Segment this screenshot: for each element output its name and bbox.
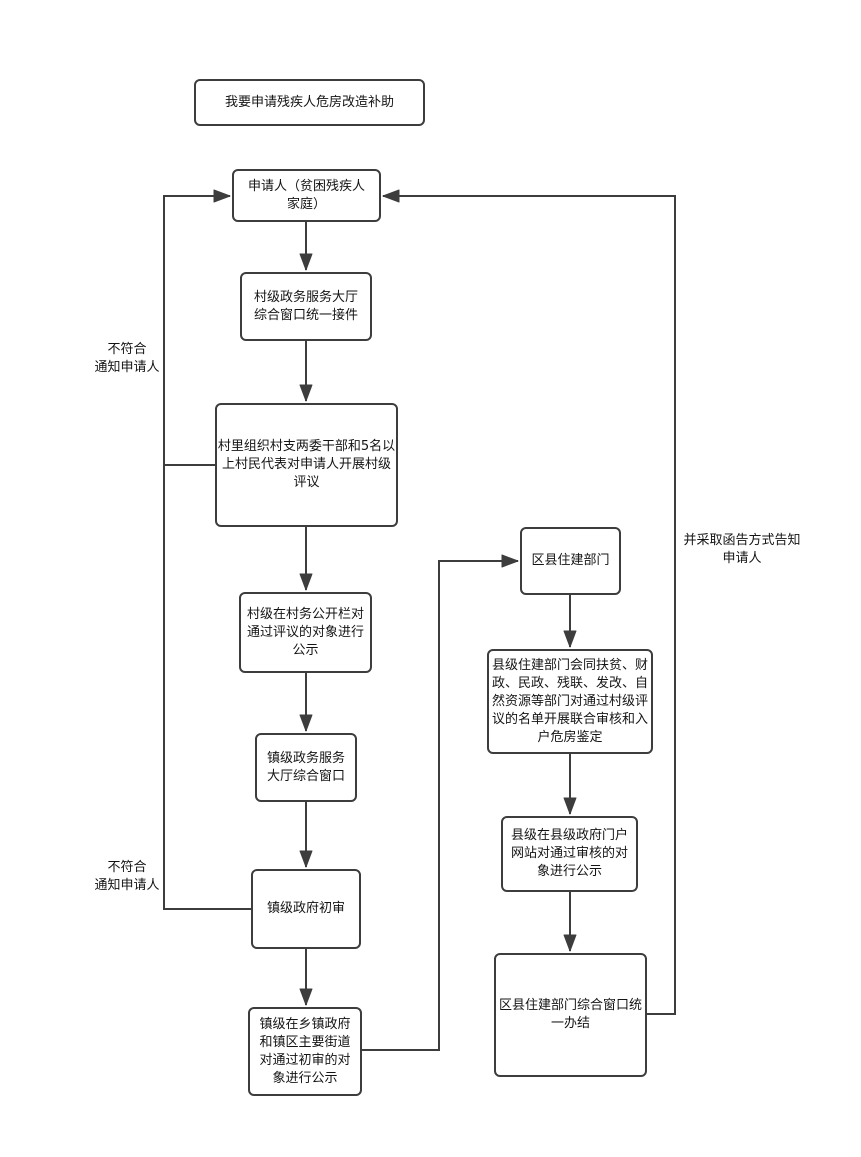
node-village-publicity: 村级在村务公开栏对 通过评议的对象进行 公示 [239, 592, 372, 673]
label-reject-notify-applicant-bottom: 不符合 通知申请人 [94, 859, 160, 895]
node-start-apply-subsidy: 我要申请残疾人危房改造补助 [194, 79, 425, 126]
node-label: 村级在村务公开栏对 通过评议的对象进行 公示 [246, 606, 364, 658]
node-label: 镇级政府初审 [266, 901, 345, 916]
node-label: 村里组织村支两委干部和5名以 上村民代表对申请人开展村级 评议 [217, 439, 396, 490]
node-label: 区县住建部门综合窗口统 一办结 [498, 998, 642, 1031]
node-county-window-completion: 区县住建部门综合窗口统 一办结 [494, 953, 647, 1077]
node-village-service-hall: 村级政务服务大厅 综合窗口统一接件 [240, 272, 372, 341]
node-label: 村级政务服务大厅 综合窗口统一接件 [253, 289, 358, 323]
edge-town-review-reject [163, 189, 251, 910]
node-town-publicity: 镇级在乡镇政府 和镇区主要街道 对通过初审的对 象进行公示 [248, 1007, 362, 1096]
node-county-publicity: 县级在县级政府门户 网站对通过审核的对 象进行公示 [501, 816, 638, 892]
node-label: 我要申请残疾人危房改造补助 [224, 94, 394, 110]
node-town-service-hall: 镇级政务服务 大厅综合窗口 [255, 733, 357, 802]
node-label: 县级住建部门会同扶贫、财 政、民政、残联、发改、自 然资源等部门对通过村级评 议… [491, 657, 648, 745]
edge-completion-to-applicant [382, 189, 676, 1015]
node-label: 镇级在乡镇政府 和镇区主要街道 对通过初审的对 象进行公示 [259, 1016, 351, 1086]
node-county-joint-review: 县级住建部门会同扶贫、财 政、民政、残联、发改、自 然资源等部门对通过村级评 议… [487, 649, 653, 754]
node-applicant: 申请人（贫困残疾人 家庭） [232, 169, 381, 222]
node-label: 申请人（贫困残疾人 家庭） [247, 178, 365, 212]
node-label: 镇级政务服务 大厅综合窗口 [266, 750, 345, 784]
node-label: 县级在县级政府门户 网站对通过审核的对 象进行公示 [510, 828, 628, 879]
node-village-review: 村里组织村支两委干部和5名以 上村民代表对申请人开展村级 评议 [215, 403, 398, 527]
label-reject-notify-applicant-top: 不符合 通知申请人 [94, 341, 160, 377]
node-label: 区县住建部门 [531, 553, 610, 568]
edge-town-publicity-to-county-dept [362, 554, 519, 1051]
node-county-housing-dept: 区县住建部门 [520, 527, 621, 595]
node-town-initial-review: 镇级政府初审 [251, 869, 361, 949]
label-notify-by-official-letter: 并采取函告方式告知 申请人 [683, 532, 801, 568]
